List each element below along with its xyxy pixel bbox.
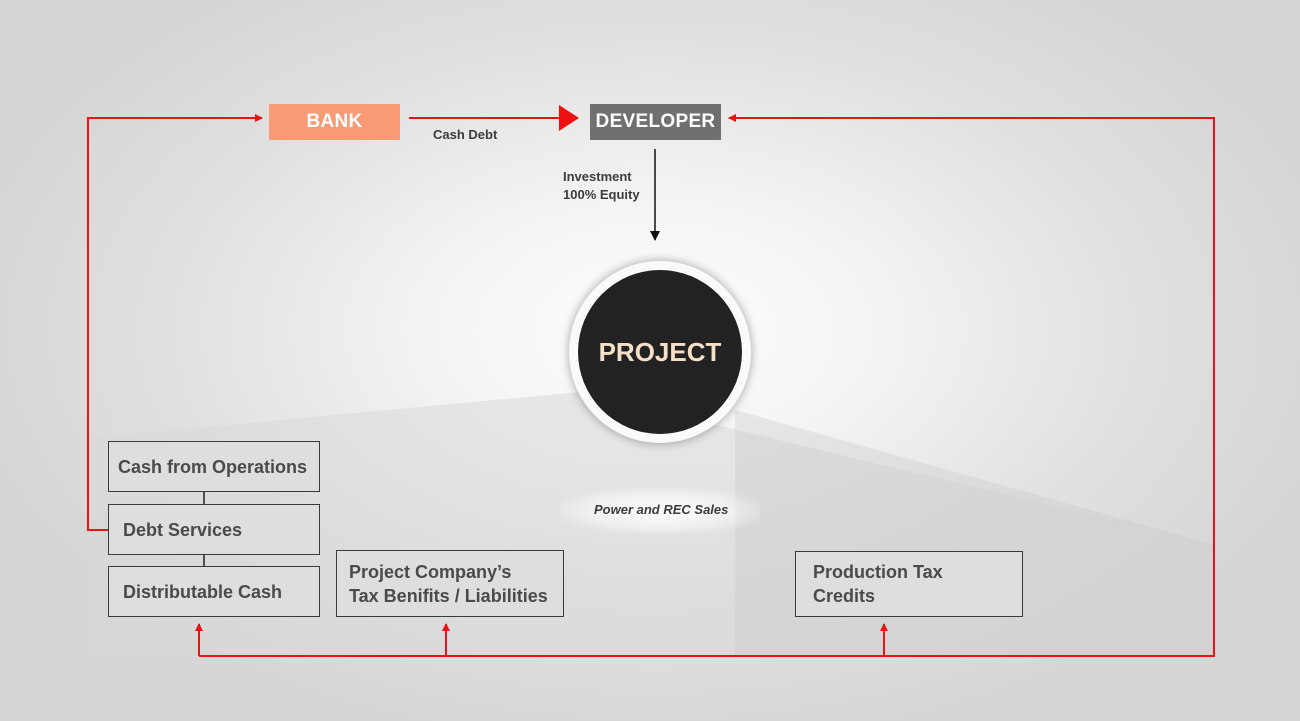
tax-benefits-box: Project Company’s Tax Benifits / Liabili…	[336, 550, 564, 617]
production-tax-credits-label: Production Tax Credits	[813, 562, 943, 606]
tax-benefits-label: Project Company’s Tax Benifits / Liabili…	[349, 561, 548, 606]
power-rec-sales-label: Power and REC Sales	[594, 502, 729, 517]
cash-from-operations-box: Cash from Operations	[108, 441, 320, 492]
project-circle: PROJECT	[578, 270, 742, 434]
developer-label: DEVELOPER	[595, 111, 716, 132]
investment-label: Investment 100% Equity	[563, 168, 640, 204]
distributable-cash-label: Distributable Cash	[123, 581, 283, 602]
debt-service-to-bank-line	[87, 114, 263, 531]
production-tax-credits-box: Production Tax Credits	[795, 551, 1023, 617]
cash-from-operations-label: Cash from Operations	[118, 456, 308, 477]
investment-line-1: Investment	[563, 169, 632, 184]
developer-box: DEVELOPER	[590, 104, 721, 140]
distributable-cash-box: Distributable Cash	[108, 566, 320, 617]
debt-services-label: Debt Services	[123, 519, 243, 540]
bottom-return-line	[199, 114, 1215, 657]
cash-debt-label: Cash Debt	[433, 127, 498, 142]
bank-box: BANK	[269, 104, 400, 140]
investment-line-2: 100% Equity	[563, 187, 640, 202]
bank-label: BANK	[306, 111, 363, 132]
power-sales-glow	[560, 488, 760, 534]
project-label: PROJECT	[598, 336, 722, 367]
debt-services-box: Debt Services	[108, 504, 320, 555]
